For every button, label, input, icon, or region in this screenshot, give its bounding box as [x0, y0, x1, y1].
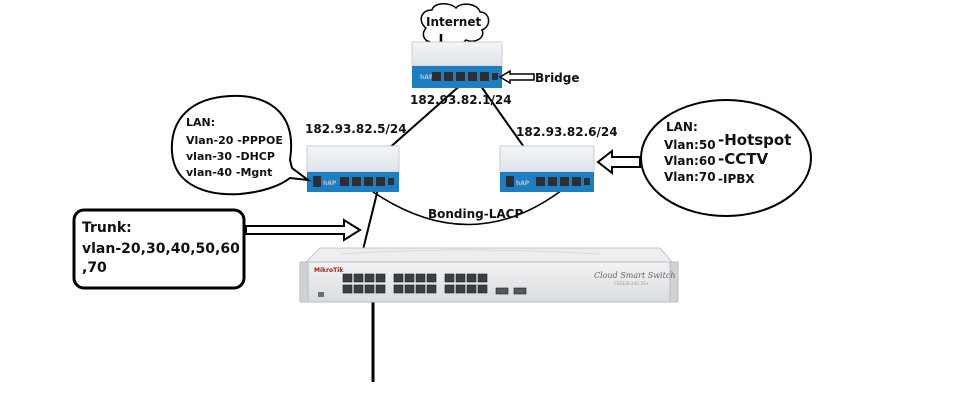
right-lan-vlan60: Vlan:60	[664, 154, 716, 168]
right-lan-callout: LAN: Vlan:50 -Hotspot Vlan:60 -CCTV Vlan…	[640, 99, 812, 217]
switch-brand: MikroTik	[314, 267, 344, 274]
right-router-brand: hAP	[516, 180, 530, 187]
right-lan-arrow	[596, 148, 641, 176]
switch-port-group-1	[342, 273, 386, 294]
bonding-arc	[365, 186, 567, 226]
left-lan-vlan30: vlan-30 -DHCP	[186, 150, 275, 163]
internet-label: Internet	[426, 15, 481, 29]
right-lan-vlan50: Vlan:50	[664, 138, 716, 152]
switch-model: CSS326-24G-2S+	[614, 281, 649, 286]
left-lan-heading: LAN:	[186, 116, 215, 129]
trunk-heading: Trunk:	[82, 220, 132, 236]
right-lan-vlan70: Vlan:70	[664, 170, 716, 184]
trunk-vlans-cont: ,70	[82, 260, 107, 276]
left-router-brand: hAP	[323, 180, 337, 187]
left-router-ip: 182.93.82.5/24	[305, 122, 407, 136]
bonding-label: Bonding-LACP	[428, 207, 523, 221]
left-lan-vlan40: vlan-40 -Mgnt	[186, 166, 272, 179]
right-lan-heading: LAN:	[666, 120, 698, 134]
right-lan-cctv: -CCTV	[718, 150, 768, 168]
main-router-ip: 182.93.82.1/24	[410, 93, 512, 107]
trunk-box: Trunk: vlan-20,30,40,50,60 ,70	[72, 208, 246, 290]
right-router: hAP	[499, 145, 595, 192]
right-lan-ipbx: -IPBX	[718, 172, 755, 186]
left-lan-vlan20: Vlan-20 -PPPOE	[186, 134, 283, 147]
switch-port-group-3	[444, 273, 488, 294]
bridge-pointer-arrow	[498, 69, 535, 85]
main-router-brand: hAP	[420, 74, 434, 81]
right-router-ip: 182.93.82.6/24	[516, 125, 618, 139]
left-lan-callout: LAN: Vlan-20 -PPPOE vlan-30 -DHCP vlan-4…	[170, 94, 312, 196]
switch-title: Cloud Smart Switch	[594, 271, 675, 280]
trunk-vlans: vlan-20,30,40,50,60	[82, 241, 240, 257]
main-router: hAP	[411, 41, 503, 88]
main-router-role-label: Bridge	[535, 71, 580, 85]
cloud-smart-switch: MikroTik Cloud Smart Switch CSS326-24G-2…	[299, 247, 679, 303]
right-router-front-panel	[500, 172, 594, 192]
trunk-arrow	[245, 218, 362, 242]
internet-cloud: Internet	[420, 3, 490, 52]
switch-port-group-2	[393, 273, 437, 294]
right-lan-hotspot: -Hotspot	[718, 131, 791, 149]
switch-sfp-ports	[495, 287, 527, 295]
left-router: hAP	[306, 145, 400, 192]
